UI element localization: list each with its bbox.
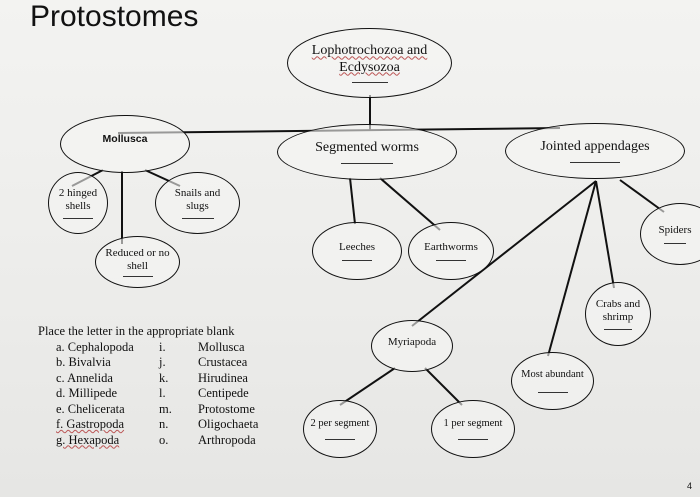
node-myriapoda: Myriapoda	[371, 320, 453, 372]
term-left: f. Gastropoda	[56, 417, 159, 433]
term-right: Arthropoda	[198, 432, 256, 447]
node-mollusca: Mollusca	[60, 115, 190, 173]
term-left: g. Hexapoda	[56, 433, 159, 449]
word-bank-row: g. Hexapoda o. Arthropoda	[56, 433, 258, 449]
answer-blank[interactable]	[341, 162, 393, 164]
term-left-text: g. Hexapoda	[56, 432, 120, 447]
term-left: b. Bivalvia	[56, 355, 111, 369]
spiders-label: Spiders	[658, 224, 692, 237]
term-right: Mollusca	[198, 339, 245, 354]
answer-blank[interactable]	[351, 81, 388, 83]
mollusca-label: Mollusca	[102, 132, 148, 145]
earthworms-label: Earthworms	[424, 241, 478, 254]
answer-blank[interactable]	[325, 438, 355, 440]
term-right: Centipede	[198, 386, 249, 400]
two-per-label: 2 per segment	[310, 418, 370, 430]
term-number: j.	[159, 355, 166, 369]
snails-line2: slugs	[186, 199, 209, 212]
myriapoda-to-two-per	[339, 367, 396, 406]
term-number: m.	[159, 401, 172, 416]
page-number: 4	[686, 481, 692, 491]
term-number: n.	[159, 417, 169, 431]
answer-blank[interactable]	[63, 218, 93, 220]
node-two-hinged-shells: 2 hinged shells	[48, 172, 108, 234]
node-reduced-or-no-shell: Reduced or no shell	[95, 236, 180, 288]
crabs-line1: Crabs and	[595, 297, 641, 310]
answer-blank[interactable]	[604, 329, 632, 331]
answer-blank[interactable]	[181, 218, 214, 220]
term-left: d. Millipede	[56, 386, 118, 400]
jointed-to-crabs	[595, 180, 615, 289]
one-per-label: 1 per segment	[443, 418, 503, 430]
node-one-per-segment: 1 per segment	[431, 400, 515, 458]
answer-blank[interactable]	[458, 438, 488, 440]
answer-blank[interactable]	[570, 161, 620, 163]
snails-line1: Snails and	[174, 186, 221, 199]
word-bank-row: a. Cephalopoda i. Mollusca	[56, 340, 258, 356]
term-right: Protostome	[198, 401, 255, 416]
term-left: c. Annelida	[56, 370, 113, 385]
node-spiders: Spiders	[640, 203, 700, 265]
segmented-to-leeches	[349, 177, 356, 225]
jointed-to-spiders	[619, 179, 665, 213]
reduced-line1: Reduced or no	[105, 246, 170, 259]
node-jointed-appendages: Jointed appendages	[505, 123, 685, 179]
word-bank: Place the letter in the appropriate blan…	[38, 324, 258, 448]
answer-blank[interactable]	[537, 391, 568, 393]
myriapoda-to-one-per	[424, 367, 463, 406]
term-left: a. Cephalopoda	[56, 339, 134, 354]
answer-blank[interactable]	[664, 242, 686, 244]
term-number: i.	[159, 339, 166, 354]
term-right: Crustacea	[198, 355, 248, 369]
most-abundant-label: Most abundant	[521, 369, 584, 381]
leeches-label: Leeches	[338, 241, 376, 254]
node-segmented-worms: Segmented worms	[277, 124, 457, 180]
node-earthworms: Earthworms	[408, 222, 494, 280]
node-lophotrochozoa-ecdysozoa: Lophotrochozoa and Ecdysozoa	[287, 28, 452, 98]
answer-blank[interactable]	[342, 259, 372, 261]
lopho-line1: Lophotrochozoa and	[311, 43, 428, 59]
jointed-to-myriapoda	[411, 180, 597, 327]
word-bank-row: b. Bivalvia j. Crustacea	[56, 355, 258, 371]
reduced-line2: shell	[127, 259, 148, 272]
jointed-to-most-abundant	[547, 180, 597, 357]
crabs-line2: shrimp	[602, 310, 634, 323]
page-title: Protostomes	[30, 0, 199, 33]
term-number: k.	[159, 370, 169, 385]
hinged-line2: shells	[65, 199, 91, 212]
node-snails-and-slugs: Snails and slugs	[155, 172, 240, 234]
word-bank-heading: Place the letter in the appropriate blan…	[38, 324, 235, 338]
word-bank-row: e. Chelicerata m. Protostome	[56, 402, 258, 418]
word-bank-table: a. Cephalopoda i. Mollusca b. Bivalvia j…	[56, 340, 258, 449]
node-most-abundant: Most abundant	[511, 352, 594, 410]
segmented-label: Segmented worms	[315, 140, 419, 156]
answer-blank[interactable]	[436, 259, 466, 261]
jointed-label: Jointed appendages	[540, 139, 650, 155]
node-crabs-and-shrimp: Crabs and shrimp	[585, 282, 651, 346]
word-bank-row: f. Gastropoda n. Oligochaeta	[56, 417, 258, 433]
segmented-to-earthworms	[379, 177, 441, 231]
node-two-per-segment: 2 per segment	[303, 400, 377, 458]
term-right: Oligochaeta	[198, 417, 259, 431]
term-left: e. Chelicerata	[56, 401, 125, 416]
lopho-line2: Ecdysozoa	[339, 59, 400, 75]
word-bank-row: c. Annelida k. Hirudinea	[56, 371, 258, 387]
term-right: Hirudinea	[198, 370, 248, 385]
word-bank-row: d. Millipede l. Centipede	[56, 386, 258, 402]
term-left-text: f. Gastropoda	[56, 417, 125, 431]
term-number: l.	[159, 386, 166, 400]
node-leeches: Leeches	[312, 222, 402, 280]
myriapoda-label: Myriapoda	[387, 335, 437, 348]
hinged-line1: 2 hinged	[58, 186, 98, 199]
term-number: o.	[159, 432, 169, 447]
answer-blank[interactable]	[122, 276, 153, 278]
